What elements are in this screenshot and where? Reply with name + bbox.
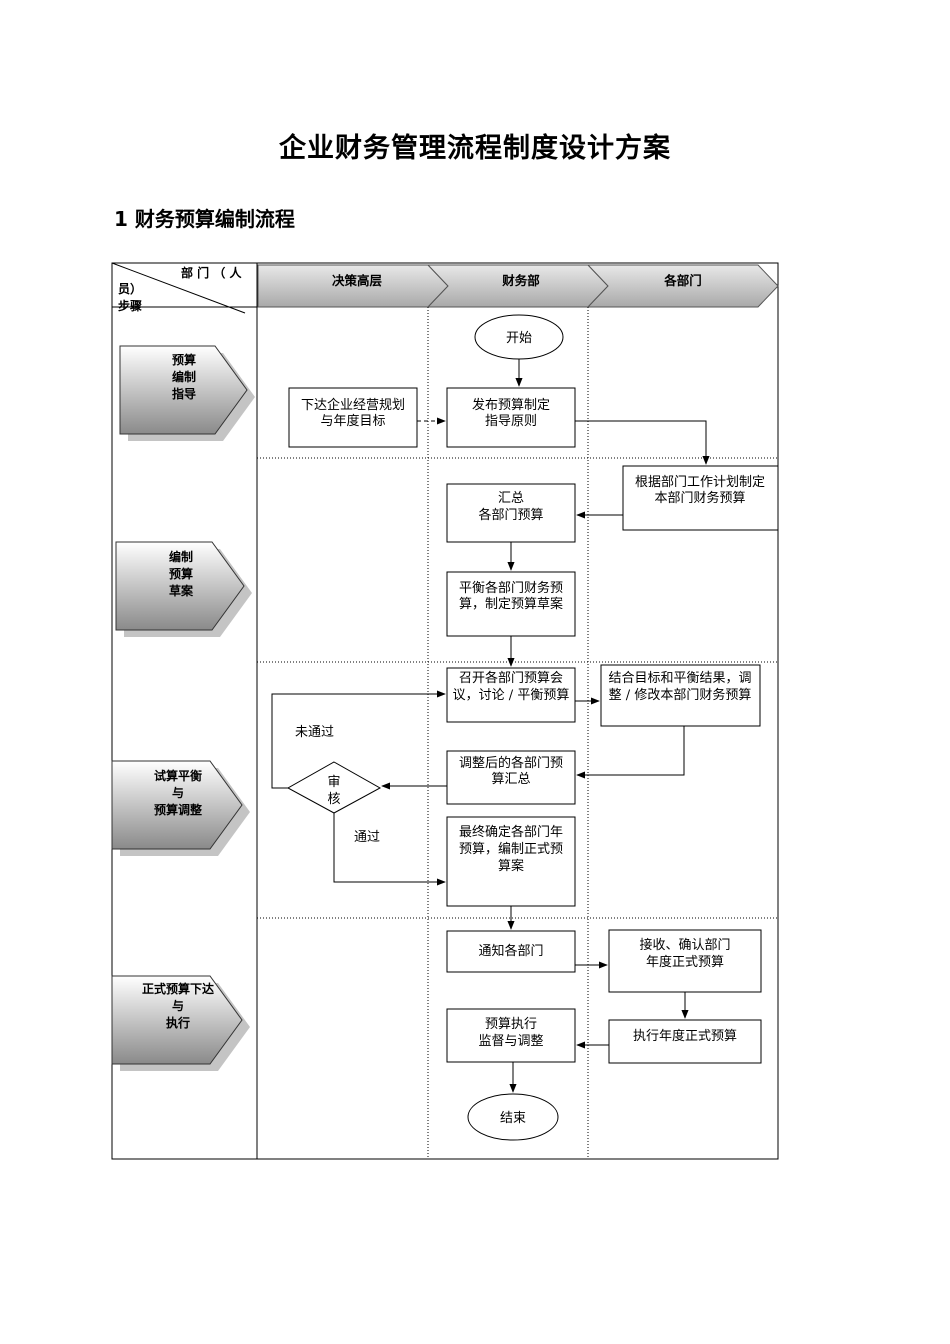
node-notify: 通知各部门 (446, 930, 576, 973)
svg-text:审: 审 (327, 775, 340, 790)
corner-header-bottom: 步骤 (118, 298, 142, 313)
node-end: 结束 (467, 1093, 559, 1141)
corner-header-top: 部 门 （ 人 (181, 265, 243, 280)
connector-adjust-to-summary (576, 726, 685, 779)
stage-label-line: 正式预算下达 (142, 981, 214, 996)
svg-text:汇总: 汇总 (498, 491, 524, 506)
lane-label: 决策高层 (332, 273, 383, 288)
section-heading: 1 财务预算编制流程 (114, 207, 295, 231)
corner-header: 部 门 （ 人 员） 步骤 (118, 265, 243, 313)
svg-text:算汇总: 算汇总 (491, 772, 530, 787)
node-start: 开始 (474, 314, 564, 360)
svg-text:调整后的各部门预: 调整后的各部门预 (459, 755, 563, 771)
stage-label-line: 预算调整 (154, 802, 202, 817)
svg-text:平衡各部门财务预: 平衡各部门财务预 (459, 580, 563, 596)
lane-header-finance: 财务部 (426, 264, 609, 308)
svg-text:下达企业经营规划: 下达企业经营规划 (301, 397, 405, 413)
lane-label: 财务部 (501, 273, 540, 288)
svg-text:各部门预算: 各部门预算 (478, 507, 543, 523)
svg-text:与年度目标: 与年度目标 (320, 413, 385, 429)
stage-arrow-draft: 编制 预算 草案 (115, 541, 252, 637)
stage-label-line: 试算平衡 (154, 768, 202, 783)
svg-text:算案: 算案 (498, 859, 524, 874)
svg-text:结合目标和平衡结果，调: 结合目标和平衡结果，调 (608, 671, 751, 686)
node-adjust-dept: 结合目标和平衡结果，调 整 / 修改本部门财务预算 (600, 664, 761, 727)
connector-publish-to-dept (575, 420, 710, 465)
svg-text:开始: 开始 (506, 331, 532, 346)
label-not-passed: 未通过 (295, 725, 334, 740)
svg-text:召开各部门预算会: 召开各部门预算会 (459, 670, 563, 686)
svg-text:监督与调整: 监督与调整 (478, 1034, 543, 1049)
node-meeting: 召开各部门预算会 议，讨论 / 平衡预算 (446, 667, 576, 723)
svg-text:整 / 修改本部门财务预算: 整 / 修改本部门财务预算 (609, 687, 752, 703)
node-monitor: 预算执行 监督与调整 (446, 1008, 576, 1063)
connector-review-passed (333, 813, 446, 886)
svg-text:年度正式预算: 年度正式预算 (646, 954, 724, 970)
svg-text:议，讨论 / 平衡预算: 议，讨论 / 平衡预算 (453, 688, 570, 703)
node-issue-plan: 下达企业经营规划 与年度目标 (288, 387, 418, 448)
node-review-decision: 审 核 (286, 761, 382, 814)
connector-review-not-passed (271, 690, 446, 789)
stage-label-line: 执行 (166, 1015, 190, 1030)
svg-text:通知各部门: 通知各部门 (478, 943, 543, 959)
svg-text:发布预算制定: 发布预算制定 (472, 397, 550, 413)
stage-arrow-execute: 正式预算下达 与 执行 (111, 975, 250, 1071)
svg-text:算，制定预算草案: 算，制定预算草案 (459, 597, 563, 612)
stage-label-line: 预算 (172, 352, 196, 367)
svg-text:本部门财务预算: 本部门财务预算 (654, 490, 745, 506)
svg-text:接收、确认部门: 接收、确认部门 (639, 937, 730, 953)
flowchart-frame (111, 262, 779, 1160)
stage-label-line: 编制 (171, 369, 196, 384)
lane-label: 各部门 (663, 273, 702, 288)
stage-label-line: 编制 (168, 549, 193, 564)
stage-label-line: 预算 (169, 566, 193, 581)
node-dept-budget: 根据部门工作计划制定 本部门财务预算 (622, 465, 779, 531)
svg-text:最终确定各部门年: 最终确定各部门年 (459, 824, 563, 840)
node-balance-draft: 平衡各部门财务预 算，制定预算草案 (446, 571, 576, 637)
node-receive: 接收、确认部门 年度正式预算 (608, 929, 762, 993)
corner-header-middle: 员） (118, 281, 142, 296)
node-publish-guide: 发布预算制定 指导原则 (446, 387, 576, 448)
node-adjusted-summary: 调整后的各部门预 算汇总 (446, 750, 576, 805)
svg-text:结束: 结束 (500, 1111, 526, 1126)
svg-text:指导原则: 指导原则 (485, 414, 537, 429)
lane-header-departments: 各部门 (586, 264, 779, 308)
lane-header-decision: 决策高层 (257, 264, 449, 308)
stage-arrow-balance: 试算平衡 与 预算调整 (111, 760, 250, 856)
stage-label-line: 指导 (172, 386, 196, 401)
document-title: 企业财务管理流程制度设计方案 (279, 133, 671, 164)
svg-text:根据部门工作计划制定: 根据部门工作计划制定 (635, 475, 765, 490)
svg-text:执行年度正式预算: 执行年度正式预算 (633, 1028, 737, 1044)
node-final-budget: 最终确定各部门年 预算，编制正式预 算案 (446, 816, 576, 907)
svg-text:预算执行: 预算执行 (485, 1017, 537, 1032)
label-passed: 通过 (354, 830, 380, 845)
stage-label-line: 草案 (169, 583, 194, 598)
svg-text:预算，编制正式预: 预算，编制正式预 (459, 842, 563, 857)
stage-label-line: 与 (172, 786, 184, 800)
corner-diagonal (111, 262, 246, 314)
stage-arrow-guide: 预算 编制 指导 (119, 345, 255, 441)
node-execute: 执行年度正式预算 (608, 1019, 762, 1064)
node-summary: 汇总 各部门预算 (446, 483, 576, 543)
svg-text:核: 核 (327, 792, 340, 807)
stage-label-line: 与 (172, 999, 184, 1013)
